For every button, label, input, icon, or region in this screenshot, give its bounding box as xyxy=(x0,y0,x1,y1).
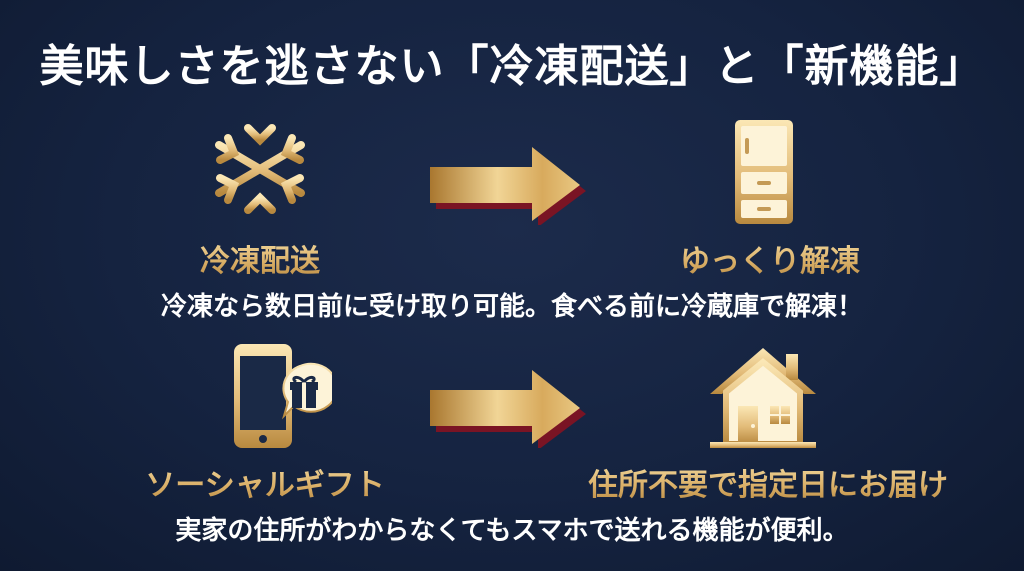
label-frozen-delivery: 冷凍配送 xyxy=(160,236,360,280)
caption-row1: 冷凍なら数日前に受け取り可能。食べる前に冷蔵庫で解凍！ xyxy=(160,292,863,322)
snowflake-icon xyxy=(212,116,308,222)
headline: 美味しさを逃さない「冷凍配送」と「新機能」 xyxy=(39,41,985,92)
arrow-right-icon xyxy=(430,368,590,452)
caption-row2: 実家の住所がわからなくてもスマホで送れる機能が便利。 xyxy=(175,516,849,546)
label-social-gift: ソーシャルギフト xyxy=(130,460,400,504)
label-slow-thaw: ゆっくり解凍 xyxy=(640,236,900,280)
house-icon xyxy=(706,344,820,452)
refrigerator-icon xyxy=(733,118,795,228)
label-no-address-delivery: 住所不要で指定日にお届け xyxy=(568,460,968,504)
smartphone-gift-icon xyxy=(232,342,332,452)
arrow-right-icon xyxy=(430,145,590,229)
